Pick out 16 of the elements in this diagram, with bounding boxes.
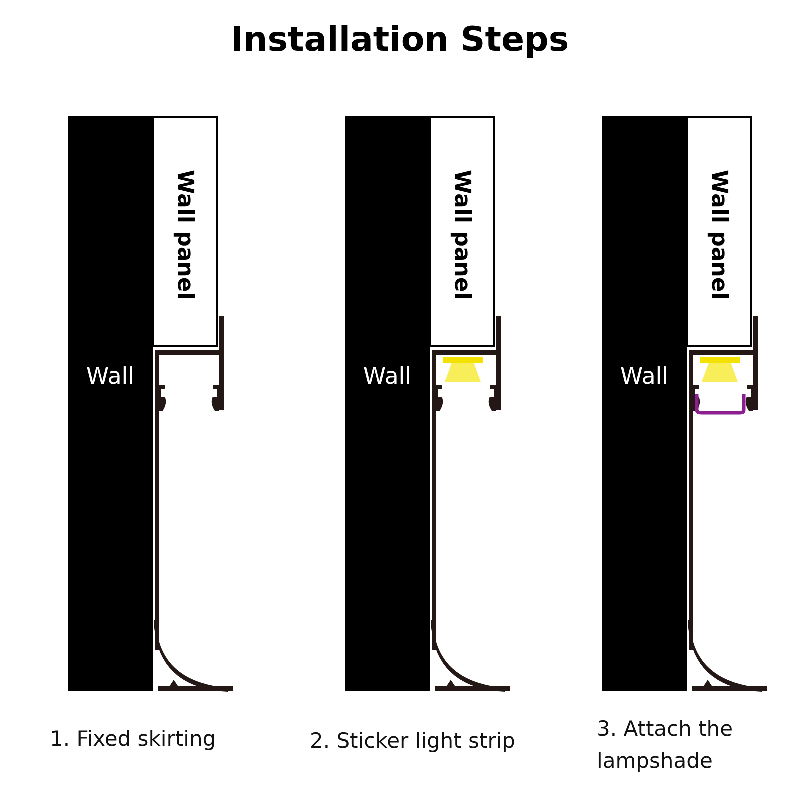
wall-panel [686,116,752,347]
wall-block [68,116,153,691]
wall-panel-label: Wall panel [706,170,732,300]
wall-panel-label: Wall panel [450,170,474,300]
wall-label: Wall [620,364,669,390]
wall-block [345,116,430,691]
wall-block [602,116,687,691]
wall-panel [152,116,218,347]
step-caption: 2. Sticker light strip [310,728,516,755]
wall-panel-label: Wall panel [172,170,198,300]
wall-panel [429,116,495,347]
title: Installation Steps [230,22,570,60]
step-caption: 1. Fixed skirting [50,726,218,753]
step-caption: 3. Attach the lampshade [597,716,734,774]
wall-label: Wall [363,364,412,390]
wall-label: Wall [86,364,135,390]
